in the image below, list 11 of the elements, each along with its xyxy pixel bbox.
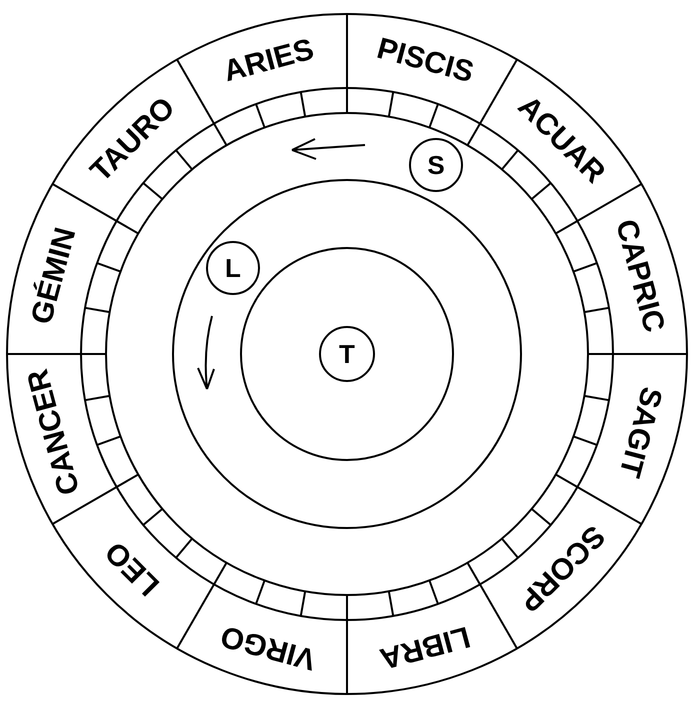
zodiac-sign-label: SAGIT — [613, 384, 666, 481]
zodiac-sign-label: PISCIS — [374, 34, 477, 89]
moon-circle: L — [206, 241, 260, 295]
zodiac-sign-label: VIRGO — [218, 620, 319, 674]
sun-circle: S — [409, 138, 463, 192]
zodiac-sign-label: CAPRIC — [610, 216, 670, 335]
zodiac-sign-label: ARIES — [220, 34, 317, 88]
zodiac-sign-label: LIBRA — [377, 620, 474, 674]
zodiac-sign-label: CANCER — [23, 366, 86, 498]
zodiac-sign-label: GÉMIN — [27, 224, 82, 327]
earth-circle: T — [319, 326, 375, 382]
